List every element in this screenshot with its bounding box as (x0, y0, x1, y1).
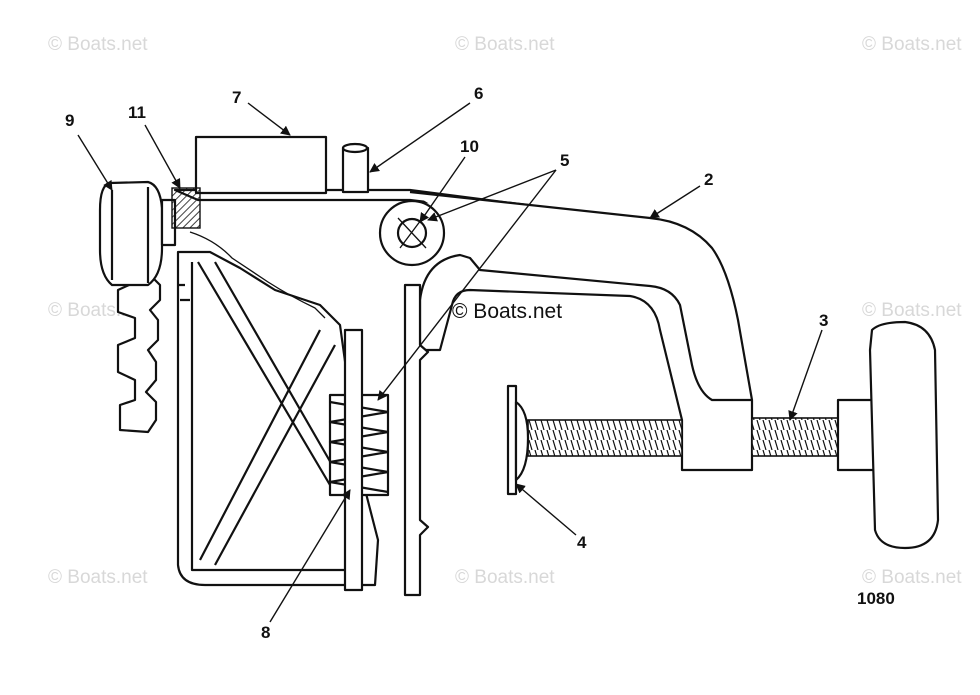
post-top (341, 142, 369, 154)
leader-10 (419, 156, 466, 223)
watermark-center: © Boats.net (452, 300, 562, 323)
break-line (189, 231, 326, 319)
leader-7 (247, 102, 291, 136)
clamp-handle-arm (409, 190, 754, 472)
leader-5b (377, 169, 557, 401)
leader-5a (427, 169, 557, 222)
callout-5: 5 (560, 151, 569, 170)
adjustment-knob (98, 180, 177, 287)
leader-6 (369, 102, 471, 173)
compression-spring (328, 328, 390, 592)
leader-4 (515, 483, 577, 536)
callout-4: 4 (577, 533, 587, 552)
callout-8: 8 (261, 623, 270, 642)
watermark-bottom-right: © Boats.net (862, 567, 962, 588)
leader-8 (269, 489, 351, 623)
watermark-top-left: © Boats.net (48, 34, 148, 55)
callout-11: 11 (128, 103, 146, 122)
leader-2 (649, 185, 701, 219)
vertical-rail (403, 283, 430, 597)
callout-6: 6 (474, 84, 483, 103)
callout-10: 10 (460, 137, 479, 156)
callout-9: 9 (65, 111, 74, 130)
callout-3: 3 (819, 311, 828, 330)
watermark-mid-right: © Boats.net (862, 300, 962, 321)
callout-7: 7 (232, 88, 241, 107)
post (341, 146, 370, 194)
watermark-top-center: © Boats.net (455, 34, 555, 55)
watermark-bottom-left: © Boats.net (48, 567, 148, 588)
leader-9 (77, 134, 113, 191)
clamp-screw-assembly (506, 320, 940, 550)
clamp-bracket-body (116, 250, 380, 587)
top-block (194, 135, 328, 195)
hatched-bushing (171, 187, 201, 229)
callout-2: 2 (704, 170, 713, 189)
leader-3 (788, 329, 823, 421)
leader-11 (144, 124, 181, 189)
watermark-top-right: © Boats.net (862, 34, 962, 55)
figure-reference-number: 1080 (857, 589, 895, 608)
watermark-bottom-center: © Boats.net (455, 567, 555, 588)
